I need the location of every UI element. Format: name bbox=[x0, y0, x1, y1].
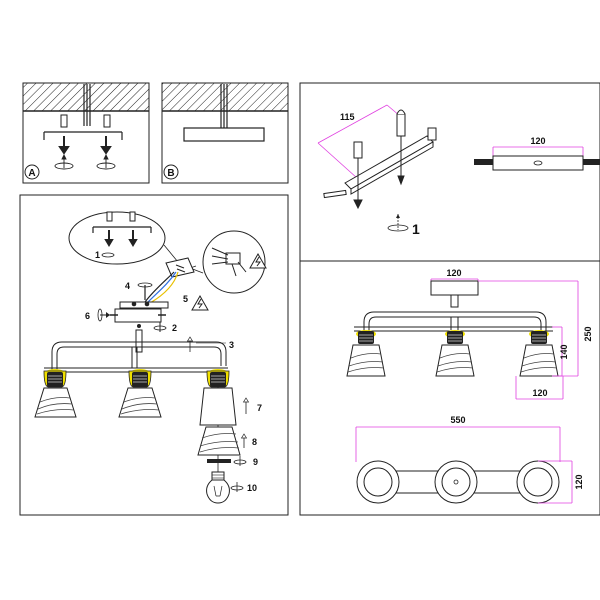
dim-plate-length bbox=[492, 146, 584, 156]
dim-total-height-label: 250 bbox=[583, 326, 593, 341]
ring-nut-9 bbox=[207, 456, 247, 466]
dim-shade-width-label: 120 bbox=[532, 388, 547, 398]
wall-plugs-a bbox=[60, 114, 111, 128]
callout-4: 4 bbox=[125, 281, 130, 291]
callout-9: 9 bbox=[253, 457, 258, 467]
dim-120-plate-label: 120 bbox=[530, 136, 545, 146]
top-view-shade-right bbox=[516, 460, 560, 504]
screw-arrows-a bbox=[58, 136, 112, 155]
socket-left bbox=[43, 369, 67, 388]
panel-b-label: B bbox=[167, 168, 174, 179]
side-view-canopy bbox=[430, 280, 479, 308]
nut-2 bbox=[153, 322, 167, 332]
callout-8: 8 bbox=[252, 437, 257, 447]
dim-shade-diameter bbox=[538, 460, 573, 504]
wire-yellow bbox=[149, 271, 179, 304]
screw-6 bbox=[97, 308, 103, 322]
dim-115-label: 115 bbox=[340, 112, 355, 122]
dim-shade-width bbox=[515, 376, 564, 400]
top-view-shade-middle bbox=[434, 460, 478, 504]
wire-blue bbox=[147, 271, 177, 303]
top-view bbox=[356, 460, 560, 504]
panel-a-label: A bbox=[28, 168, 35, 179]
callout-5: 5 bbox=[183, 294, 188, 304]
shade-right-8 bbox=[197, 426, 248, 456]
dim-total-length bbox=[355, 426, 561, 462]
panel-dimensions: 120 250 bbox=[299, 260, 600, 516]
callout-1: 1 bbox=[95, 250, 100, 260]
side-lamp-middle bbox=[435, 330, 475, 377]
electric-warning-icon bbox=[249, 252, 267, 269]
mounting-plate bbox=[474, 155, 600, 171]
mount-step-label: 1 bbox=[412, 221, 420, 237]
dim-shade-height-label: 140 bbox=[559, 344, 569, 359]
drill-holes-a bbox=[54, 153, 116, 170]
side-lamp-left bbox=[346, 330, 386, 377]
shade-left bbox=[34, 387, 77, 418]
dim-canopy-width-label: 120 bbox=[446, 268, 461, 278]
callout-6: 6 bbox=[85, 311, 90, 321]
mounting-plate-b bbox=[183, 127, 265, 142]
ceiling-wires-b bbox=[220, 84, 228, 128]
canopy-body bbox=[114, 308, 162, 323]
drill-guide-a bbox=[43, 131, 123, 140]
screw-4 bbox=[137, 282, 153, 300]
mounting-bar bbox=[119, 301, 169, 309]
top-view-shade-left bbox=[356, 460, 400, 504]
callout-2: 2 bbox=[172, 323, 177, 333]
callout-7: 7 bbox=[257, 403, 262, 413]
mount-hole bbox=[387, 214, 409, 232]
wire-black bbox=[144, 271, 175, 303]
bulb-10 bbox=[206, 471, 244, 504]
panel-a-badge bbox=[24, 164, 40, 180]
glass-sleeve-7 bbox=[199, 387, 250, 426]
dim-shade-diameter-label: 120 bbox=[574, 474, 584, 489]
dim-total-length-label: 550 bbox=[450, 415, 465, 425]
central-rod bbox=[135, 329, 143, 353]
side-view-bar bbox=[354, 311, 553, 335]
callout-10: 10 bbox=[247, 483, 257, 493]
dim-shade-height bbox=[552, 326, 563, 377]
ceiling-hatch-b bbox=[161, 82, 289, 112]
bracket-screws bbox=[353, 109, 406, 210]
panel-bracket: 115 1 120 bbox=[299, 82, 600, 262]
panel-b: B bbox=[161, 82, 289, 184]
panel-b-badge bbox=[163, 164, 179, 180]
side-lamp-right bbox=[519, 330, 559, 377]
panel-a: A bbox=[22, 82, 150, 184]
ceiling-hatch-a bbox=[22, 82, 150, 112]
socket-middle bbox=[128, 369, 152, 388]
wiring-detail-callout bbox=[188, 230, 267, 294]
panel-assembly: 1 bbox=[19, 194, 289, 516]
shade-middle bbox=[118, 387, 162, 418]
ceiling-wires-a bbox=[83, 84, 91, 126]
plug-detail-callout: 1 bbox=[68, 211, 179, 265]
warning-icon-5 bbox=[191, 294, 209, 311]
iso-bracket-bar bbox=[323, 127, 437, 199]
callout-3: 3 bbox=[229, 340, 234, 350]
bracket-assembly: 4 5 6 2 bbox=[85, 257, 209, 353]
